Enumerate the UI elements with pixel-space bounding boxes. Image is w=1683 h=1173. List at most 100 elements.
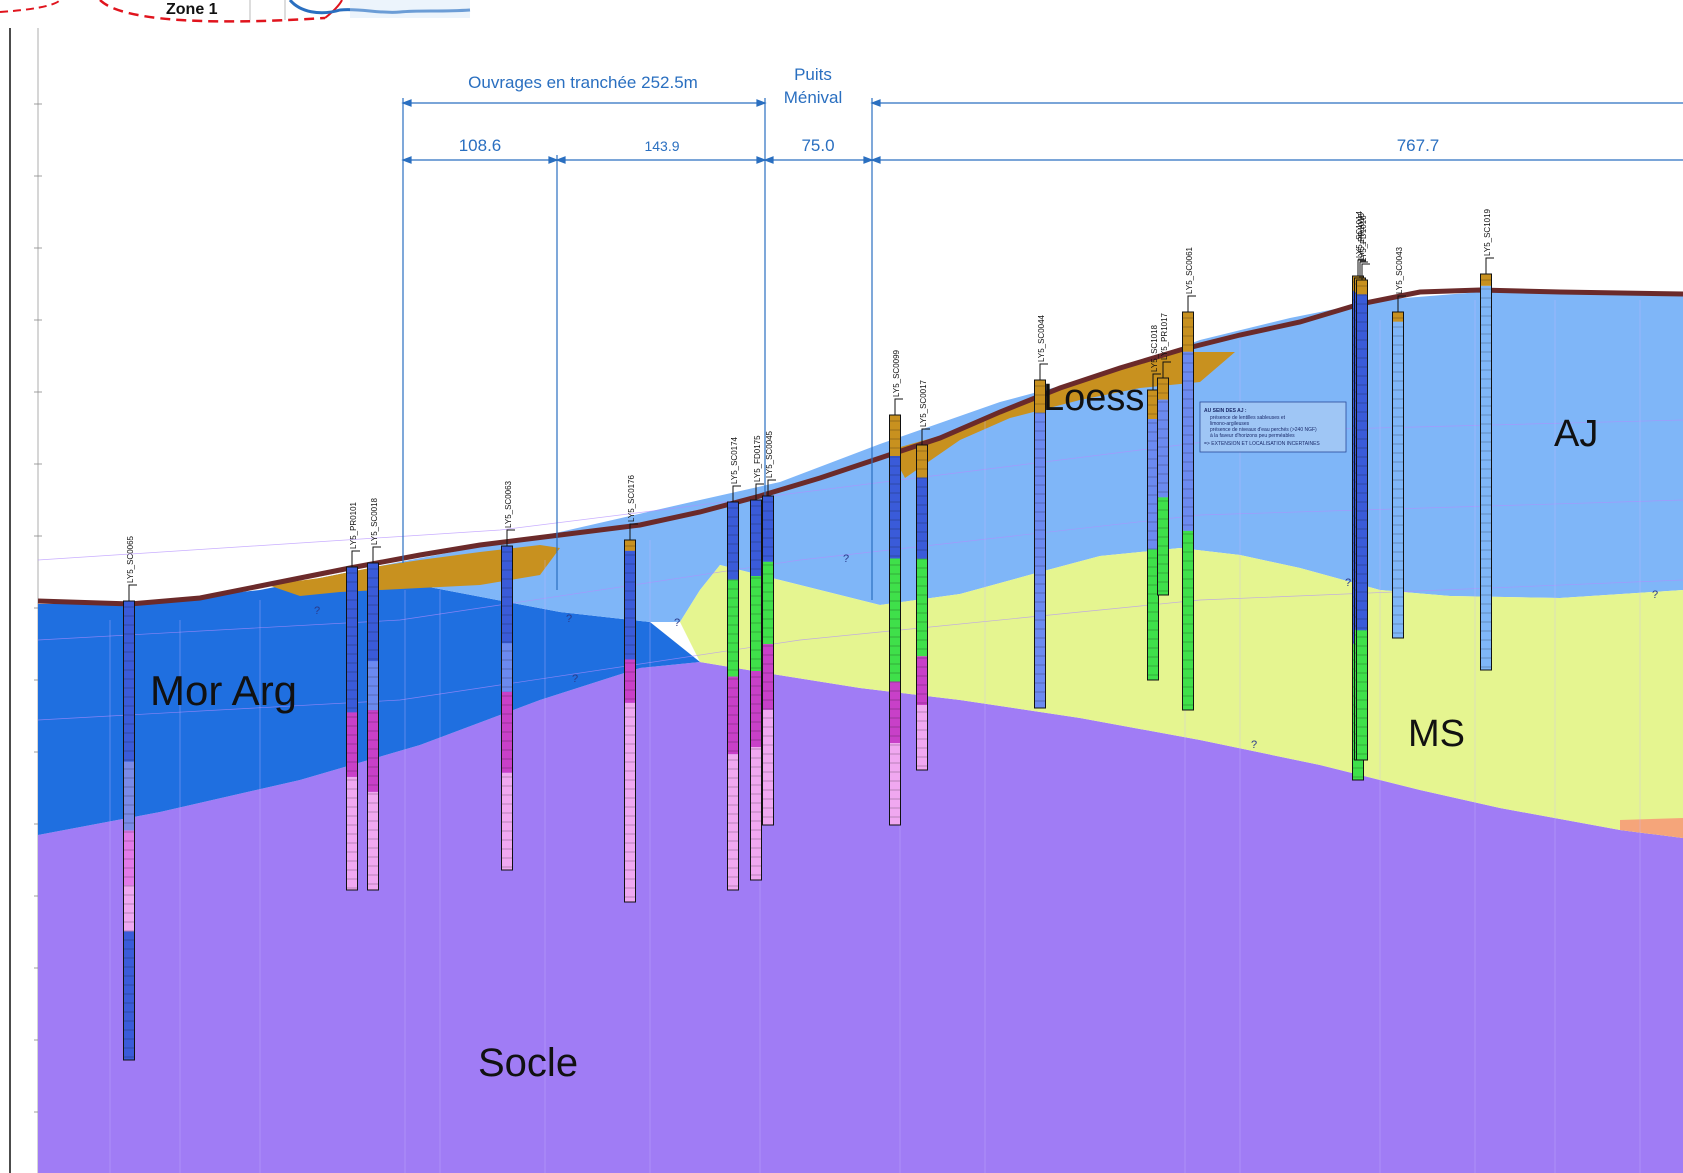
borehole-segment	[1356, 280, 1368, 295]
borehole-segment	[367, 661, 379, 711]
borehole-segment	[727, 754, 739, 890]
borehole-segment	[1157, 399, 1169, 498]
uncertainty-mark: ?	[566, 613, 572, 625]
borehole-segment	[1147, 390, 1159, 419]
borehole-segment	[123, 885, 135, 932]
borehole-label: LY5_SC0065	[126, 535, 135, 583]
borehole-segment	[1147, 419, 1159, 550]
geological-layers	[38, 292, 1683, 1173]
borehole-label: LY5_SC0044	[1037, 314, 1046, 362]
borehole-segment	[501, 691, 513, 773]
borehole-label: LY5_PR1015	[1357, 212, 1366, 260]
borehole-segment	[1392, 312, 1404, 322]
dim-shaft-label-2: Ménival	[784, 88, 843, 107]
borehole-segment	[624, 540, 636, 551]
borehole-segment	[889, 681, 901, 743]
borehole-segment	[889, 415, 901, 456]
borehole-segment	[727, 502, 739, 580]
borehole-segment	[346, 712, 358, 777]
borehole-segment	[1182, 351, 1194, 531]
borehole-label: LY5_SC1014	[1355, 210, 1364, 258]
uncertainty-mark: ?	[1345, 577, 1351, 589]
borehole-log: LY5_SC0044	[1034, 314, 1048, 709]
borehole-log: LY5_FD1016	[1356, 215, 1370, 761]
uncertainty-mark: ?	[314, 605, 320, 617]
salmon-layer	[1620, 818, 1683, 838]
borehole-segment	[367, 710, 379, 792]
borehole-segment	[916, 445, 928, 478]
borehole-segment	[367, 563, 379, 662]
borehole-segment	[367, 791, 379, 890]
borehole-segment	[624, 550, 636, 660]
dimension-lines	[401, 98, 1683, 600]
borehole-segment	[501, 546, 513, 644]
borehole-log: LY5_SC0174	[727, 436, 741, 891]
borehole-label: LY5_FD1016	[1359, 215, 1368, 262]
borehole-label: LY5_SC1018	[1150, 324, 1159, 372]
borehole-segment	[1147, 549, 1159, 680]
borehole-segment	[1356, 294, 1368, 631]
borehole-segment	[889, 558, 901, 682]
uncertainty-marks: ? ? ? ? ? ? ? ?	[314, 553, 1658, 751]
socle-layer	[38, 662, 1683, 1173]
borehole-log: LY5_SC0063	[501, 480, 515, 871]
borehole-segment	[916, 558, 928, 657]
loess-lens-right	[890, 352, 1235, 478]
dim-trench-total-label: Ouvrages en tranchée 252.5m	[468, 73, 698, 92]
borehole-segment	[123, 830, 135, 886]
borehole-segment	[123, 601, 135, 762]
dim-seg1-label: 108.6	[459, 136, 502, 155]
legend-note-line1: présence de lentilles sableuses et	[1210, 415, 1286, 421]
uncertainty-mark: ?	[674, 617, 680, 629]
borehole-segment	[889, 456, 901, 559]
legend-note-line2: limono-argileuses	[1210, 421, 1250, 427]
borehole-segment	[916, 477, 928, 559]
borehole-segment	[501, 772, 513, 870]
borehole-segment	[1034, 380, 1046, 413]
borehole-log: LY5_SC0176	[624, 474, 638, 903]
dim-seg3-label: 75.0	[801, 136, 834, 155]
borehole-label: LY5_FD0175	[753, 435, 762, 482]
borehole-segment	[1182, 312, 1194, 352]
uncertainty-mark: ?	[572, 673, 578, 685]
borehole-log: LY5_FD0175	[750, 435, 764, 881]
borehole-segment	[762, 561, 774, 645]
legend-note-line4: à la faveur d'horizons peu perméables	[1210, 433, 1295, 439]
borehole-label: LY5_PR1017	[1160, 312, 1169, 360]
dim-seg2-label: 143.9	[644, 138, 679, 154]
borehole-segment	[1157, 378, 1169, 400]
dim-seg4-label: 767.7	[1397, 136, 1440, 155]
borehole-log: LY5_SC0018	[367, 497, 381, 891]
borehole-log: LY5_SC1019	[1480, 208, 1494, 671]
borehole-label: LY5_SC0099	[892, 349, 901, 397]
borehole-segment	[889, 743, 901, 825]
borehole-label: LY5_SC0063	[504, 480, 513, 528]
borehole-label: LY5_SC0176	[627, 474, 636, 522]
ms-layer	[680, 548, 1683, 838]
borehole-segment	[346, 567, 358, 713]
borehole-label: LY5_SC0018	[370, 497, 379, 545]
borehole-segment	[916, 705, 928, 770]
borehole-segment	[762, 709, 774, 825]
aj-layer	[350, 292, 1683, 622]
borehole-segment	[624, 702, 636, 902]
borehole-label: LY5_PR0101	[349, 501, 358, 549]
unit-label-mor-arg: Mor Arg	[150, 667, 297, 714]
borehole-label: LY5_SC0174	[730, 436, 739, 484]
borehole-log: LY5_PR0101	[346, 501, 360, 891]
legend-note-box: AU SEIN DES AJ : présence de lentilles s…	[1199, 401, 1347, 453]
borehole-segment	[501, 643, 513, 692]
borehole-segment	[1182, 530, 1194, 710]
borehole-segment	[1356, 630, 1368, 760]
borehole-segment	[750, 747, 762, 880]
borehole-label: LY5_SC0043	[1395, 246, 1404, 294]
borehole-segment	[123, 931, 135, 1060]
unit-label-socle: Socle	[478, 1041, 578, 1085]
borehole-segment	[727, 579, 739, 677]
borehole-segment	[762, 644, 774, 710]
zone-label: Zone 1	[166, 1, 218, 18]
borehole-label: LY5_SC1019	[1483, 208, 1492, 256]
borehole-segment	[727, 676, 739, 755]
